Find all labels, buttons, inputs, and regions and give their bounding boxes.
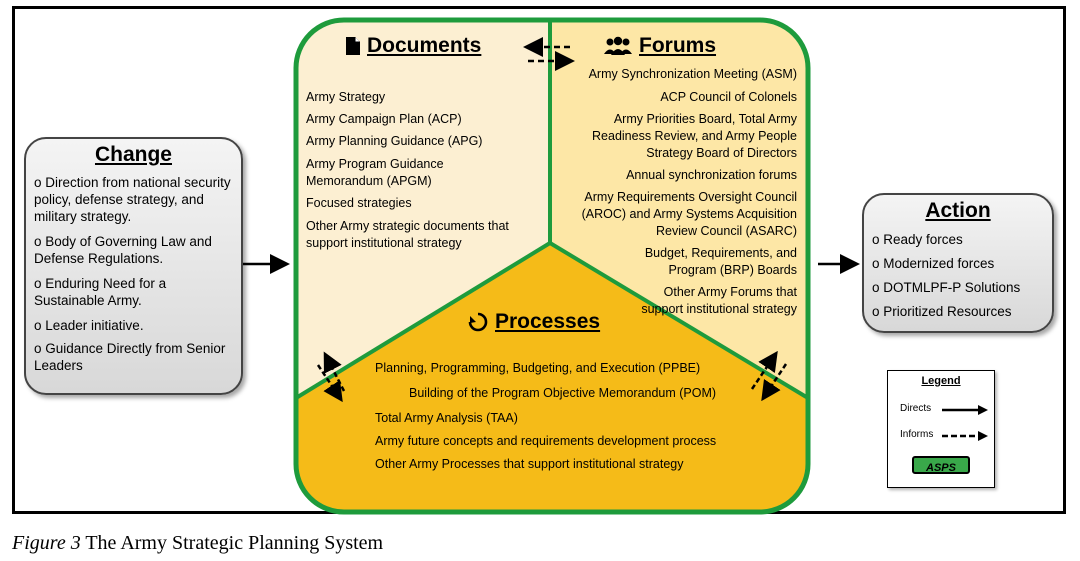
processes-item: Building of the Program Objective Memora…	[409, 386, 717, 400]
legend-directs-arrow	[942, 405, 988, 415]
forums-item: Budget, Requirements, and Program (BRP) …	[644, 246, 797, 277]
document-icon	[346, 37, 360, 55]
action-box: Action o Ready forces o Modernized force…	[862, 193, 1054, 333]
processes-title-text: Processes	[495, 310, 601, 333]
action-item: o Ready forces	[872, 232, 963, 247]
forums-item: Army Requirements Oversight Council (ARO…	[581, 190, 797, 238]
change-box: Change o Direction from national securit…	[24, 137, 243, 395]
forums-item: Annual synchronization forums	[626, 168, 797, 182]
processes-item: Other Army Processes that support instit…	[375, 457, 684, 471]
processes-region	[296, 243, 808, 512]
legend: Legend Directs Informs ASPS	[887, 370, 995, 488]
change-item: o Direction from national security polic…	[34, 175, 231, 224]
change-item: o Guidance Directly from Senior Leaders	[34, 341, 226, 373]
forums-item: Army Priorities Board, Total Army Readin…	[592, 112, 797, 160]
forums-item: Army Synchronization Meeting (ASM)	[588, 67, 797, 81]
action-title: Action	[925, 199, 991, 222]
change-title: Change	[94, 143, 172, 166]
figure-caption-label: Figure 3	[12, 532, 81, 554]
people-group-icon	[604, 36, 632, 55]
action-item: o Modernized forces	[872, 256, 995, 271]
documents-item: Army Program Guidance Memorandum (APGM)	[306, 157, 444, 188]
change-item: o Body of Governing Law and Defense Regu…	[34, 234, 212, 266]
processes-item: Planning, Programming, Budgeting, and Ex…	[375, 361, 701, 375]
documents-item: Other Army strategic documents that supp…	[306, 219, 509, 250]
documents-item: Army Planning Guidance (APG)	[306, 134, 483, 148]
documents-item: Army Campaign Plan (ACP)	[306, 112, 462, 126]
legend-informs-label: Informs	[900, 429, 934, 440]
change-item: o Leader initiative.	[34, 318, 144, 333]
cycle-arrows-icon	[468, 312, 488, 332]
legend-asps-swatch: ASPS	[912, 456, 970, 474]
legend-directs-label: Directs	[900, 403, 932, 414]
documents-item: Army Strategy	[306, 90, 386, 104]
processes-title: Processes	[467, 310, 600, 334]
forums-item: Other Army Forums that support instituti…	[641, 285, 797, 316]
informs-arrow-forums-to-processes	[761, 363, 788, 402]
documents-title-text: Documents	[367, 34, 482, 57]
informs-arrow-processes-to-documents	[323, 351, 346, 392]
asps-border	[293, 17, 811, 515]
forums-item: ACP Council of Colonels	[660, 90, 797, 104]
figure-caption: Figure 3 The Army Strategic Planning Sys…	[12, 532, 383, 555]
action-item: o Prioritized Resources	[872, 304, 1012, 319]
forums-title: Forums	[603, 34, 716, 58]
informs-arrow-documents-to-processes	[316, 364, 343, 403]
processes-item: Total Army Analysis (TAA)	[375, 411, 518, 425]
legend-title: Legend	[921, 375, 961, 387]
figure-caption-text: The Army Strategic Planning System	[80, 532, 384, 554]
legend-informs-arrow	[942, 431, 988, 441]
action-item: o DOTMLPF-P Solutions	[872, 280, 1021, 295]
documents-title: Documents	[345, 34, 481, 58]
change-item: o Enduring Need for a Sustainable Army.	[34, 276, 167, 308]
documents-item: Focused strategies	[306, 196, 412, 210]
processes-item: Army future concepts and requirements de…	[375, 434, 717, 448]
legend-asps-label: ASPS	[926, 462, 956, 474]
informs-arrow-processes-to-forums	[750, 350, 778, 390]
forums-title-text: Forums	[639, 34, 717, 57]
